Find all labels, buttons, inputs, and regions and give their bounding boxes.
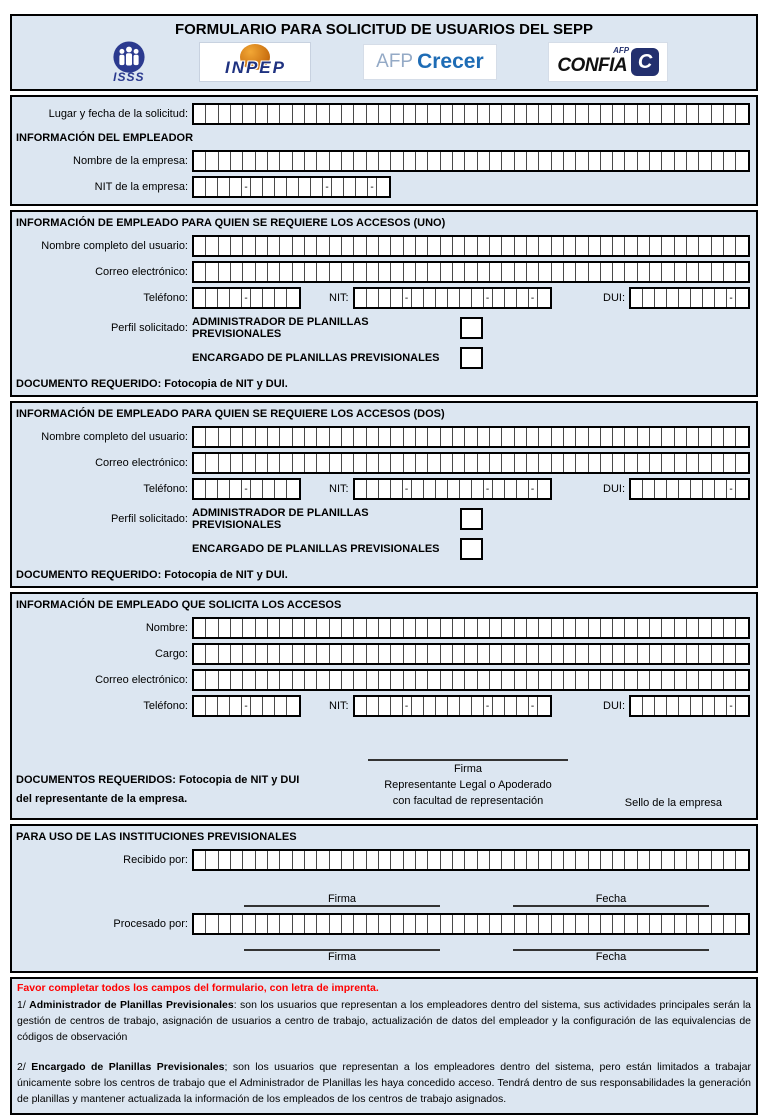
dui-label: DUI: [603,292,625,304]
employee-two-header: INFORMACIÓN DE EMPLEADO PARA QUIEN SE RE… [16,408,445,420]
employee-one-manager-checkbox[interactable] [460,347,483,369]
request-date-label: Lugar y fecha de la solicitud: [48,108,188,120]
requester-position-input[interactable] [192,643,750,665]
profile-manager-label: ENCARGADO DE PLANILLAS PREVISIONALES [192,543,440,555]
processed-signature-line: Firma [244,948,440,963]
nit-label: NIT: [329,700,349,712]
employee-one-email-input[interactable] [192,261,750,283]
employee-one-phone-input[interactable]: - [192,287,301,309]
processed-by-input[interactable] [192,912,750,935]
requester-header: INFORMACIÓN DE EMPLEADO QUE SOLICITA LOS… [16,599,342,611]
nit-label: NIT: [329,483,349,495]
employee-two-email-input[interactable] [192,452,750,474]
employee-two-manager-checkbox[interactable] [460,538,483,560]
inpep-wordmark: INPEP [224,58,286,77]
requester-name-label: Nombre: [145,622,188,634]
confia-monogram-icon: C [631,48,660,76]
request-date-input[interactable] [192,103,750,125]
dui-label: DUI: [603,700,625,712]
isss-wordmark: ISSS [113,70,145,84]
full-name-label: Nombre completo del usuario: [41,240,188,252]
received-by-label: Recibido por: [123,853,188,866]
received-by-input[interactable] [192,848,750,871]
document-required-note: DOCUMENTO REQUERIDO: Fotocopia de NIT y … [16,569,288,581]
warning-text: Favor completar todos los campos del for… [17,981,379,994]
confia-wordmark: CONFIA [557,55,628,76]
confia-afp-sup: AFP [613,46,630,55]
phone-label: Teléfono: [143,292,188,304]
phone-label: Teléfono: [143,483,188,495]
employee-one-header: INFORMACIÓN DE EMPLEADO PARA QUIEN SE RE… [16,217,446,229]
footnote-2: 2/ Encargado de Planillas Previsionales;… [17,1060,751,1106]
document-required-note: DOCUMENTO REQUERIDO: Fotocopia de NIT y … [16,378,288,390]
employee-two-name-input[interactable] [192,426,750,448]
crecer-wordmark: Crecer [417,50,484,73]
company-name-label: Nombre de la empresa: [73,155,188,167]
footnote-1: 1/ Administrador de Planillas Previsiona… [17,998,751,1044]
email-label: Correo electrónico: [95,457,188,469]
profile-label: Perfil solicitado: [110,513,188,525]
requester-position-label: Cargo: [154,648,188,660]
isss-logo: ISSS [110,41,148,83]
representative-sub-label: con facultad de representación [392,794,544,807]
profile-admin-label: ADMINISTRADOR DE PLANILLAS PREVISIONALES [192,507,369,531]
representative-label: Representante Legal o Apoderado [384,778,552,791]
employee-two-nit-input[interactable]: --- [352,478,552,500]
employee-one-nit-input[interactable]: --- [352,287,552,309]
afp-crecer-logo: AFP Crecer [363,44,497,80]
requester-nit-input[interactable]: --- [352,695,552,717]
company-nit-input[interactable]: --- [192,176,391,198]
inpep-logo: INPEP [199,42,312,82]
employee-two-dui-input[interactable]: - [629,478,750,500]
company-seal-label: Sello de la empresa [624,796,722,809]
signature-line [368,759,568,761]
dui-label: DUI: [603,483,625,495]
email-label: Correo electrónico: [95,266,188,278]
confia-logo: CONFIA AFP C [548,42,669,82]
form-header: FORMULARIO PARA SOLICITUD DE USUARIOS DE… [10,14,758,91]
form-page: FORMULARIO PARA SOLICITUD DE USUARIOS DE… [10,14,758,1115]
profile-label: Perfil solicitado: [110,322,188,334]
processed-by-label: Procesado por: [113,917,188,930]
requester-name-input[interactable] [192,617,750,639]
profile-manager-label: ENCARGADO DE PLANILLAS PREVISIONALES [192,352,440,364]
full-name-label: Nombre completo del usuario: [41,431,188,443]
logos-row: ISSS INPEP AFP Crecer CONFIA AFP C [14,39,754,87]
employee-one-name-input[interactable] [192,235,750,257]
employee-one-section: INFORMACIÓN DE EMPLEADO PARA QUIEN SE RE… [10,210,758,397]
company-nit-label: NIT de la empresa: [94,181,188,193]
requester-email-input[interactable] [192,669,750,691]
employer-section: Lugar y fecha de la solicitud: INFORMACI… [10,95,758,206]
employer-section-header: INFORMACIÓN DEL EMPLEADOR [16,132,194,144]
processed-date-line: Fecha [513,948,709,963]
employee-one-dui-input[interactable]: - [629,287,750,309]
requester-section: INFORMACIÓN DE EMPLEADO QUE SOLICITA LOS… [10,592,758,820]
received-date-line: Fecha [513,893,709,907]
employee-two-admin-checkbox[interactable] [460,508,483,530]
received-signature-line: Firma [244,893,440,907]
nit-label: NIT: [329,292,349,304]
documents-required-note: DOCUMENTOS REQUERIDOS: Fotocopia de NIT … [16,774,300,805]
employee-one-admin-checkbox[interactable] [460,317,483,339]
employee-two-phone-input[interactable]: - [192,478,301,500]
inpep-sphere-icon [240,44,271,70]
isss-family-icon [113,41,145,73]
employee-two-section: INFORMACIÓN DE EMPLEADO PARA QUIEN SE RE… [10,401,758,588]
representative-signature-area: Firma Representante Legal o Apoderado co… [368,759,568,810]
requester-phone-input[interactable]: - [192,695,301,717]
phone-label: Teléfono: [143,700,188,712]
footnotes-section: Favor completar todos los campos del for… [10,976,758,1115]
signature-label: Firma [453,763,483,775]
requester-email-label: Correo electrónico: [95,674,188,686]
afp-prefix: AFP [376,51,414,72]
profile-admin-label: ADMINISTRADOR DE PLANILLAS PREVISIONALES [192,316,369,340]
institutions-header: PARA USO DE LAS INSTITUCIONES PREVISIONA… [16,830,297,843]
requester-dui-input[interactable]: - [629,695,750,717]
page-title: FORMULARIO PARA SOLICITUD DE USUARIOS DE… [174,21,594,38]
institutions-section: PARA USO DE LAS INSTITUCIONES PREVISIONA… [10,823,758,973]
company-name-input[interactable] [192,150,750,172]
